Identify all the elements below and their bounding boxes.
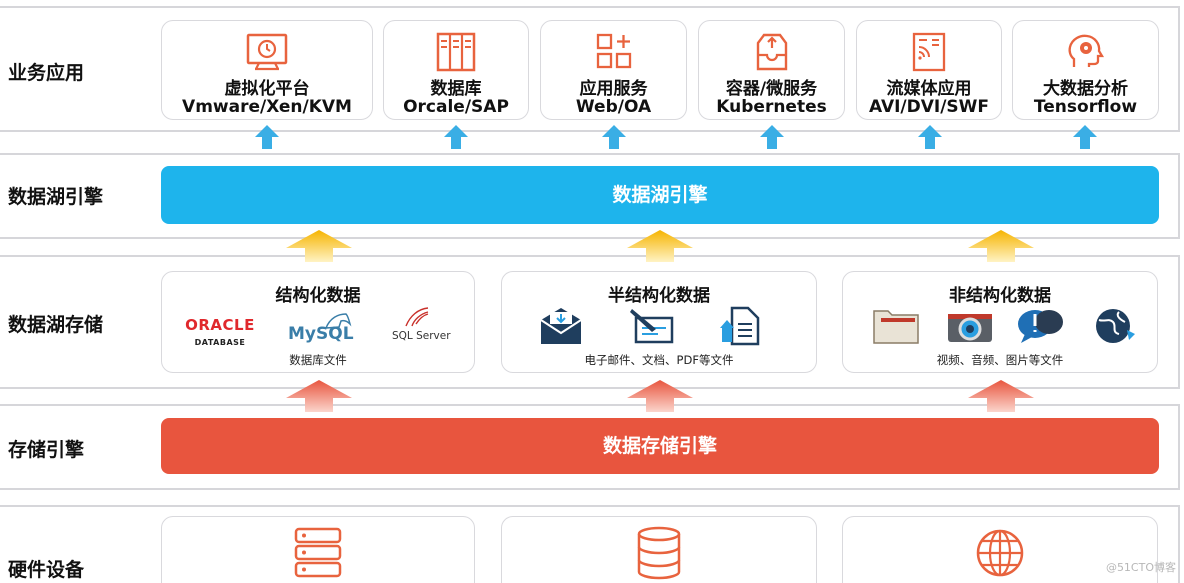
clock-monitor-icon — [246, 33, 288, 71]
database-cylinder-icon — [637, 526, 681, 580]
hardware-layer-label: 硬件设备 — [8, 559, 85, 581]
camera-icon — [948, 314, 992, 342]
semi-structured-data-card: 半结构化数据 电子邮件、文档、PDF等文件 — [501, 271, 817, 373]
card-title: 非结构化数据 — [949, 286, 1051, 306]
card-title: 半结构化数据 — [608, 286, 710, 306]
up-arrow-icon — [627, 230, 693, 262]
hardware-card-database — [501, 516, 817, 583]
up-arrow-icon — [918, 125, 942, 149]
up-arrow-icon — [255, 125, 279, 149]
up-arrow-icon — [1073, 125, 1097, 149]
container-box-icon — [756, 33, 787, 71]
app-title: 数据库 — [430, 79, 482, 99]
app-card-streaming: 流媒体应用 AVI/DVI/SWF — [856, 20, 1002, 120]
document-sign-icon — [630, 309, 674, 344]
mysql-logo: MySQL — [288, 310, 358, 344]
app-title: 应用服务 — [579, 79, 648, 99]
storage-engine-bar: 数据存储引擎 — [161, 418, 1159, 474]
app-subtitle: AVI/DVI/SWF — [868, 97, 990, 117]
app-card-container: 容器/微服务 Kubernetes — [698, 20, 845, 120]
sqlserver-logo: SQL Server — [388, 306, 458, 346]
structured-data-card: 结构化数据 ORACLE DATABASE MySQL SQL Server 数… — [161, 271, 475, 373]
up-arrow-icon — [286, 380, 352, 412]
card-caption: 电子邮件、文档、PDF等文件 — [584, 353, 734, 367]
hardware-card-server — [161, 516, 475, 583]
app-subtitle: Tensorflow — [1033, 97, 1138, 117]
up-arrow-icon — [627, 380, 693, 412]
app-card-big-data: 大数据分析 Tensorflow — [1012, 20, 1159, 120]
app-title: 大数据分析 — [1043, 79, 1128, 99]
up-arrow-icon — [286, 230, 352, 262]
lake-storage-layer-label: 数据湖存储 — [8, 314, 104, 336]
app-title: 虚拟化平台 — [224, 79, 310, 99]
watermark: @51CTO博客 — [1105, 561, 1176, 574]
email-icon — [540, 308, 582, 344]
oracle-sub: DATABASE — [194, 338, 246, 347]
sqlserver-emblem-icon — [405, 307, 429, 327]
file-upload-icon — [720, 306, 760, 346]
app-card-app-service: 应用服务 Web/OA — [540, 20, 687, 120]
apps-layer-label: 业务应用 — [8, 62, 85, 84]
up-arrow-icon — [968, 380, 1034, 412]
card-title: 结构化数据 — [275, 286, 361, 306]
database-columns-icon — [436, 32, 476, 72]
up-arrow-icon — [968, 230, 1034, 262]
brain-head-icon — [1067, 34, 1104, 67]
app-title: 流媒体应用 — [886, 79, 972, 99]
card-caption: 视频、音频、图片等文件 — [936, 353, 1064, 367]
app-card-virtualization: 虚拟化平台 Vmware/Xen/KVM — [161, 20, 373, 120]
up-arrow-icon — [444, 125, 468, 149]
app-subtitle: Kubernetes — [716, 97, 827, 117]
storage-engine-layer-label: 存储引擎 — [8, 439, 85, 461]
app-subtitle: Vmware/Xen/KVM — [182, 97, 352, 117]
card-caption: 数据库文件 — [289, 353, 347, 367]
app-card-database: 数据库 Orcale/SAP — [383, 20, 529, 120]
oracle-wordmark: ORACLE — [185, 316, 255, 334]
oracle-logo: ORACLE DATABASE — [180, 316, 260, 347]
globe-icon — [1096, 309, 1135, 343]
server-stack-icon — [294, 527, 342, 578]
mysql-wordmark: MySQL — [288, 324, 354, 344]
data-lake-engine-bar: 数据湖引擎 — [161, 166, 1159, 224]
app-title: 容器/微服务 — [725, 79, 818, 99]
dolphin-icon — [324, 313, 352, 329]
up-arrow-icon — [602, 125, 626, 149]
folder-icon — [873, 310, 919, 344]
app-subtitle: Web/OA — [575, 97, 652, 117]
app-subtitle: Orcale/SAP — [403, 97, 509, 117]
streaming-wifi-icon — [912, 32, 946, 72]
engine-layer-label: 数据湖引擎 — [8, 186, 104, 208]
network-globe-icon — [976, 529, 1024, 577]
chat-bubbles-icon — [1018, 310, 1063, 343]
unstructured-data-card: 非结构化数据 视频、音频、图片等文件 — [842, 271, 1158, 373]
hardware-card-network — [842, 516, 1158, 583]
app-grid-plus-icon — [596, 33, 631, 69]
sqlserver-wordmark: SQL Server — [392, 330, 451, 342]
up-arrow-icon — [760, 125, 784, 149]
